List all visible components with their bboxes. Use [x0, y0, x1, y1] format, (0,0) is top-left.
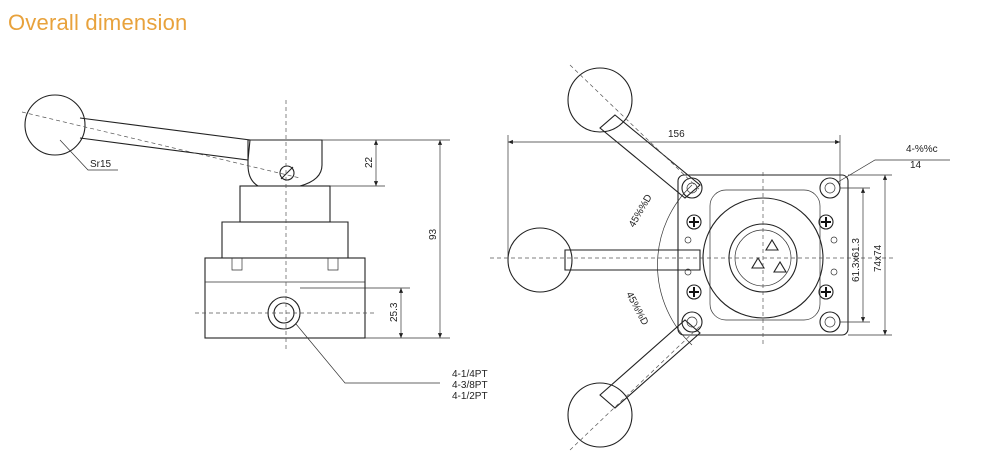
valve-cap — [247, 139, 323, 187]
ball-upper — [567, 67, 633, 133]
middle-body — [221, 221, 349, 259]
flange-inner — [709, 189, 821, 321]
side-view: Sr15 22 93 25.3 4-1/4PT 4-3/8PT 4-1/2PT — [21, 94, 488, 402]
sphere-radius-label: Sr15 — [90, 159, 112, 170]
side-holes — [684, 236, 838, 276]
port-label-3: 4-1/2PT — [452, 391, 488, 402]
arm-lower — [599, 319, 701, 409]
flange-screws — [686, 214, 834, 300]
top-view: 156 4-%%c 14 61.3x61.3 74x74 45%%D 45%%D — [490, 64, 950, 451]
angle-upper-label: 45%%D — [627, 193, 655, 230]
dim-inner-square: 61.3x61.3 — [851, 238, 862, 282]
handle-arm — [79, 117, 251, 161]
cap-screw — [279, 165, 295, 181]
arm-left — [564, 249, 701, 271]
hole-spec-label: 4-%%c — [906, 144, 938, 155]
dim-outer-square: 74x74 — [873, 244, 884, 272]
page-title: Overall dimension — [8, 10, 188, 35]
arm-upper — [599, 114, 701, 199]
valve-base — [204, 257, 366, 339]
ball-lower — [567, 382, 633, 448]
port-label-2: 4-3/8PT — [452, 380, 488, 391]
upper-body — [239, 185, 331, 223]
handle-ball — [24, 94, 86, 156]
dim-top-height: 22 — [364, 156, 375, 168]
hole-size-label: 14 — [910, 160, 922, 171]
port-inner — [273, 302, 295, 324]
angle-lower-label: 45%%D — [623, 290, 650, 327]
port-label-1: 4-1/4PT — [452, 369, 488, 380]
dim-width: 156 — [668, 129, 685, 140]
ball-left — [507, 227, 573, 293]
corner-holes — [681, 177, 841, 333]
dim-port-height: 25.3 — [389, 302, 400, 322]
dim-total-height: 93 — [428, 228, 439, 240]
